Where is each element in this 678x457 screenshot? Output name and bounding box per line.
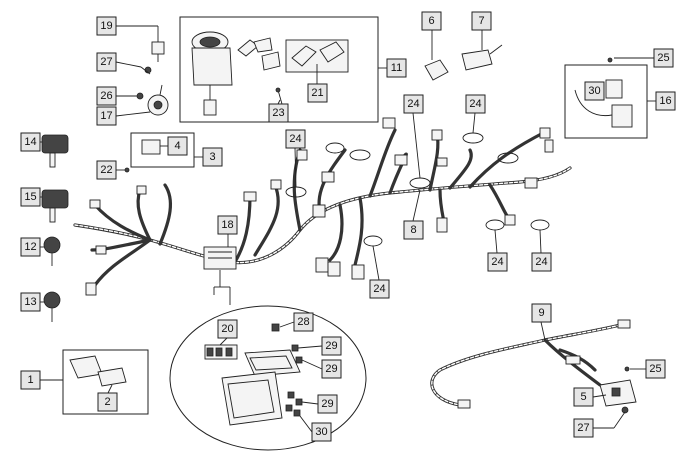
svg-text:13: 13 <box>24 296 36 308</box>
callout-24-a[interactable]: 24 <box>403 94 424 114</box>
svg-text:27: 27 <box>100 56 112 68</box>
callout-18[interactable]: 18 <box>217 215 238 235</box>
svg-text:30: 30 <box>588 85 600 97</box>
callout-15[interactable]: 15 <box>20 187 41 207</box>
callout-8[interactable]: 8 <box>403 220 424 240</box>
fuse-detail-parts <box>204 323 303 426</box>
callout-24-e[interactable]: 24 <box>531 252 552 272</box>
svg-text:30: 30 <box>315 426 327 438</box>
starter-relay-parts <box>574 57 633 128</box>
callout-30-top[interactable]: 30 <box>584 81 605 101</box>
svg-text:21: 21 <box>311 87 323 99</box>
svg-text:19: 19 <box>100 20 112 32</box>
callout-27-top[interactable]: 27 <box>96 52 117 72</box>
callout-24-d[interactable]: 24 <box>487 252 508 272</box>
svg-text:4: 4 <box>174 140 180 152</box>
callout-28[interactable]: 28 <box>293 312 314 332</box>
svg-text:24: 24 <box>535 256 547 268</box>
callout-2[interactable]: 2 <box>97 392 118 412</box>
svg-text:7: 7 <box>478 15 484 27</box>
battery-cable-assembly <box>430 319 637 414</box>
callout-25-top[interactable]: 25 <box>653 48 674 68</box>
callout-27-bottom[interactable]: 27 <box>573 418 594 438</box>
callout-3[interactable]: 3 <box>202 147 223 167</box>
callout-24-c[interactable]: 24 <box>285 129 306 149</box>
callout-24-b[interactable]: 24 <box>465 94 486 114</box>
harness-connectors <box>85 117 554 296</box>
svg-text:25: 25 <box>649 363 661 375</box>
svg-text:5: 5 <box>580 391 586 403</box>
svg-text:25: 25 <box>657 52 669 64</box>
svg-text:29: 29 <box>321 398 333 410</box>
callout-26[interactable]: 26 <box>96 86 117 106</box>
callout-21[interactable]: 21 <box>307 83 328 103</box>
relay-small-frame <box>130 132 195 168</box>
callout-29-a[interactable]: 29 <box>321 336 342 356</box>
callout-7[interactable]: 7 <box>471 11 492 31</box>
callout-13[interactable]: 13 <box>20 292 41 312</box>
svg-text:14: 14 <box>24 136 36 148</box>
callout-5[interactable]: 5 <box>573 387 594 407</box>
callouts: 19 27 26 17 14 22 4 3 15 12 13 18 11 23 … <box>20 11 676 442</box>
callout-29-c[interactable]: 29 <box>317 394 338 414</box>
svg-text:28: 28 <box>297 316 309 328</box>
callout-14[interactable]: 14 <box>20 132 41 152</box>
ignition-switch-parts <box>191 31 349 116</box>
callout-22[interactable]: 22 <box>96 160 117 180</box>
callout-11[interactable]: 11 <box>386 58 407 78</box>
callout-30-bottom[interactable]: 30 <box>311 422 332 442</box>
svg-text:2: 2 <box>104 396 110 408</box>
svg-text:29: 29 <box>325 340 337 352</box>
callout-1[interactable]: 1 <box>20 370 41 390</box>
callout-17[interactable]: 17 <box>96 106 117 126</box>
callout-9[interactable]: 9 <box>531 303 552 323</box>
svg-text:15: 15 <box>24 191 36 203</box>
callout-29-b[interactable]: 29 <box>321 359 342 379</box>
svg-text:24: 24 <box>469 98 481 110</box>
svg-text:18: 18 <box>221 219 233 231</box>
svg-text:27: 27 <box>577 422 589 434</box>
top-right-parts <box>424 44 503 81</box>
svg-text:16: 16 <box>659 95 671 107</box>
callout-12[interactable]: 12 <box>20 237 41 257</box>
svg-text:24: 24 <box>373 283 385 295</box>
svg-text:26: 26 <box>100 90 112 102</box>
svg-text:24: 24 <box>289 133 301 145</box>
callout-24-f[interactable]: 24 <box>369 279 390 299</box>
callout-16[interactable]: 16 <box>655 91 676 111</box>
fuse-box-on-harness <box>203 246 237 305</box>
callout-4[interactable]: 4 <box>167 136 188 156</box>
svg-text:8: 8 <box>410 224 416 236</box>
keys <box>41 134 69 322</box>
starter-relay-group-frame <box>564 64 648 139</box>
svg-text:1: 1 <box>27 374 33 386</box>
svg-text:9: 9 <box>538 307 544 319</box>
fuse-box-group-parts <box>69 355 127 387</box>
svg-text:6: 6 <box>428 15 434 27</box>
callout-25-bottom[interactable]: 25 <box>645 359 666 379</box>
leader-lines <box>40 25 656 433</box>
horn-and-fasteners <box>124 41 169 173</box>
svg-text:3: 3 <box>209 151 215 163</box>
callout-23[interactable]: 23 <box>268 103 289 123</box>
callout-19[interactable]: 19 <box>96 16 117 36</box>
svg-text:24: 24 <box>491 256 503 268</box>
fuse-box-group-frame <box>62 349 149 415</box>
svg-text:11: 11 <box>391 62 402 74</box>
svg-text:20: 20 <box>221 323 233 335</box>
svg-text:17: 17 <box>100 110 112 122</box>
svg-text:12: 12 <box>24 241 36 253</box>
svg-text:23: 23 <box>272 107 284 119</box>
fuse-detail-ellipse <box>169 305 367 451</box>
callout-6[interactable]: 6 <box>421 11 442 31</box>
svg-text:29: 29 <box>325 363 337 375</box>
svg-text:22: 22 <box>100 164 112 176</box>
callout-20[interactable]: 20 <box>217 319 238 339</box>
svg-text:24: 24 <box>407 98 419 110</box>
